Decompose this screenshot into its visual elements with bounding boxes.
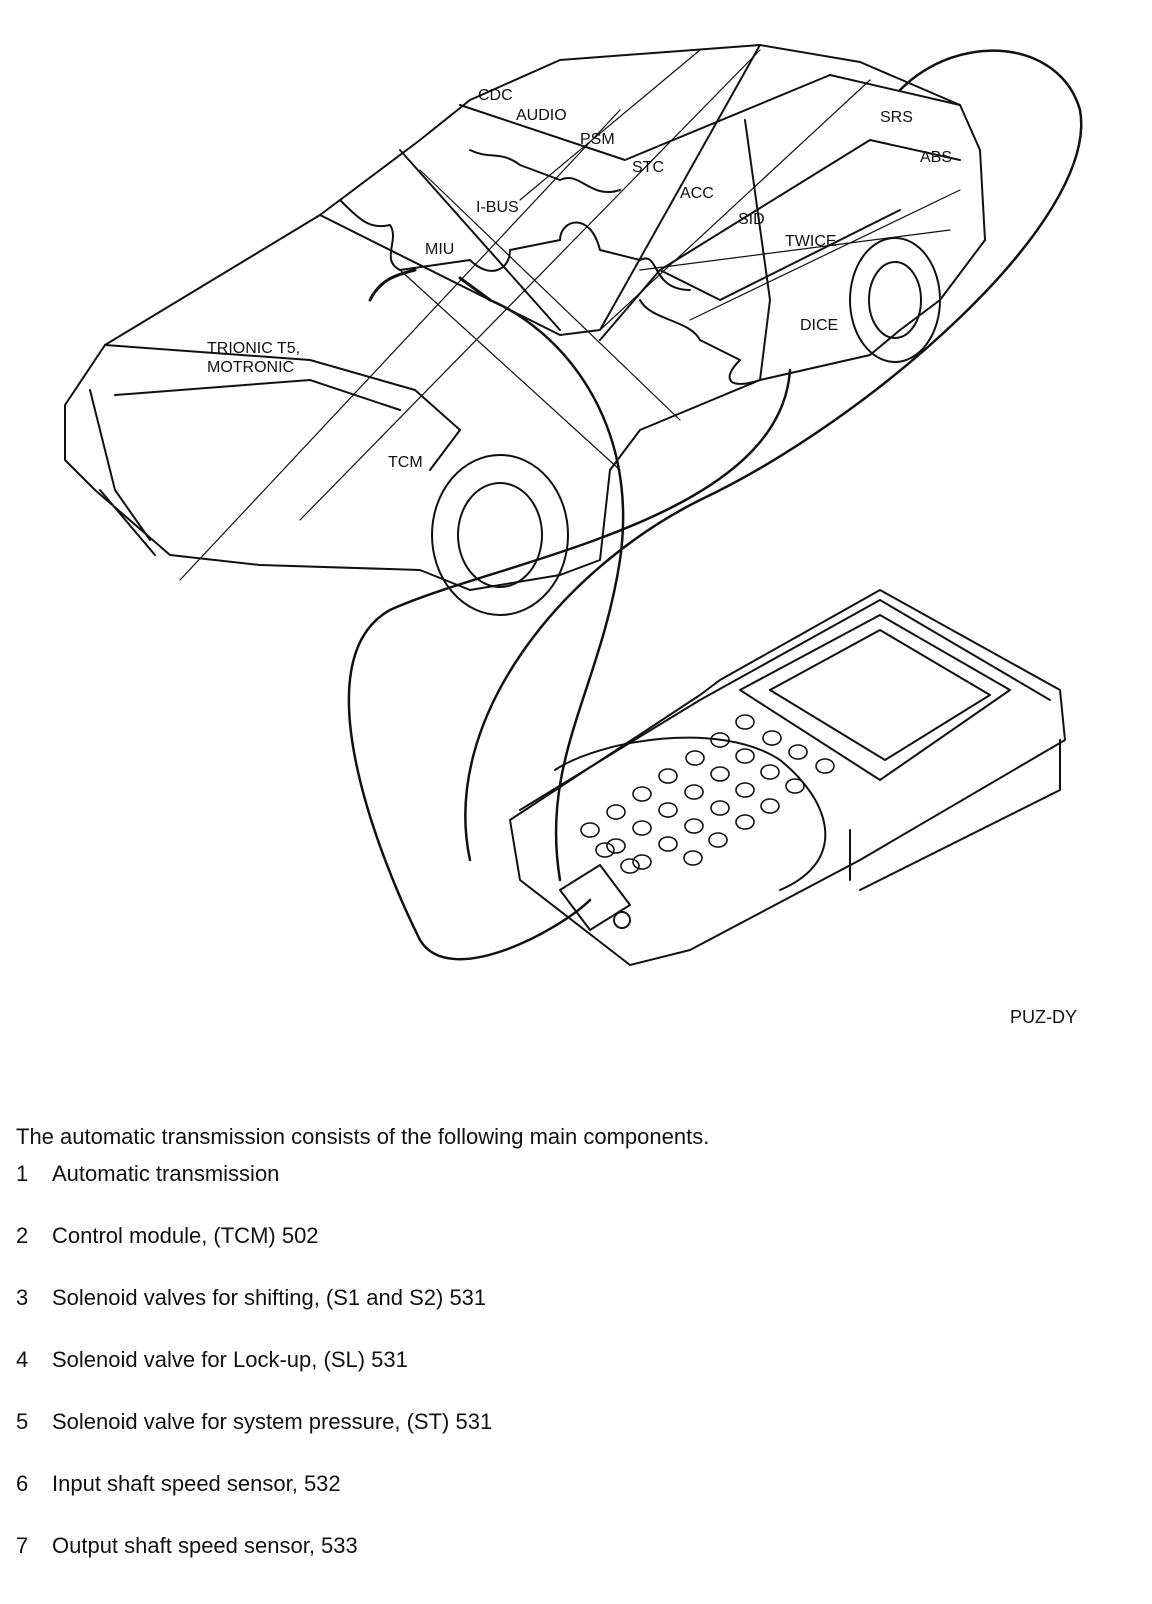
- item-number: 1: [16, 1161, 29, 1186]
- car-body: [64, 44, 986, 591]
- item-text: Input shaft speed sensor, 532: [52, 1471, 341, 1496]
- label-dice: DICE: [800, 317, 838, 334]
- item-text: Solenoid valve for system pressure, (ST)…: [52, 1409, 493, 1434]
- item-number: 4: [16, 1347, 29, 1372]
- list-item: 4 Solenoid valve for Lock-up, (SL) 531: [16, 1346, 492, 1408]
- figure-code: PUZ-DY: [1010, 1007, 1077, 1027]
- label-abs: ABS: [920, 149, 952, 166]
- label-srs: SRS: [880, 109, 913, 126]
- label-tcm: TCM: [388, 454, 423, 471]
- list-item: 5 Solenoid valve for system pressure, (ST…: [16, 1408, 492, 1470]
- item-number: 3: [16, 1285, 29, 1310]
- list-item: 2 Control module, (TCM) 502: [16, 1222, 492, 1284]
- car-network-diagram: CDC AUDIO PSM STC ACC I-BUS SID SRS ABS …: [64, 44, 1083, 966]
- label-miu: MIU: [425, 241, 454, 258]
- label-twice: TWICE: [785, 233, 837, 250]
- item-number: 7: [16, 1533, 29, 1558]
- intro-text: The automatic transmission consists of t…: [16, 1124, 710, 1149]
- label-acc: ACC: [680, 185, 714, 202]
- list-item: 1 Automatic transmission: [16, 1160, 492, 1222]
- front-wheel: [431, 454, 569, 616]
- item-number: 2: [16, 1223, 29, 1248]
- list-item: 6 Input shaft speed sensor, 532: [16, 1470, 492, 1532]
- item-text: Solenoid valves for shifting, (S1 and S2…: [52, 1285, 487, 1310]
- label-cdc: CDC: [478, 87, 513, 104]
- label-audio: AUDIO: [516, 107, 567, 124]
- rear-wheel: [849, 237, 941, 363]
- diagnostic-tool: [509, 589, 1066, 966]
- list-item: 7 Output shaft speed sensor, 533: [16, 1532, 492, 1594]
- item-text: Automatic transmission: [52, 1161, 280, 1186]
- item-text: Output shaft speed sensor, 533: [52, 1533, 358, 1558]
- label-trionic: TRIONIC T5,: [207, 340, 300, 357]
- item-text: Control module, (TCM) 502: [52, 1223, 319, 1248]
- label-sid: SID: [738, 211, 765, 228]
- item-number: 5: [16, 1409, 29, 1434]
- label-psm: PSM: [580, 131, 615, 148]
- label-motronic: MOTRONIC: [207, 359, 294, 376]
- label-stc: STC: [632, 159, 664, 176]
- components-list: 1 Automatic transmission 2 Control module,…: [16, 1160, 492, 1594]
- item-text: Solenoid valve for Lock-up, (SL) 531: [52, 1347, 408, 1372]
- list-item: 3 Solenoid valves for shifting, (S1 and S…: [16, 1284, 492, 1346]
- item-number: 6: [16, 1471, 29, 1496]
- label-ibus: I-BUS: [476, 199, 519, 216]
